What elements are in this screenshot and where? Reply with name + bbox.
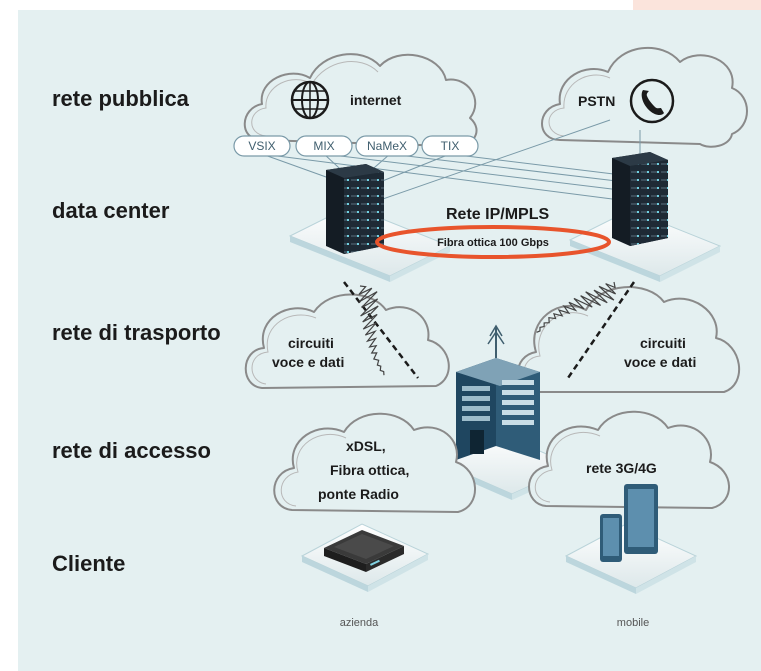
row-label-customer: Cliente xyxy=(52,551,125,576)
transport-cloud-left xyxy=(244,293,450,389)
exchange-label: TIX xyxy=(441,139,460,153)
access-left-line1: xDSL, xyxy=(346,438,386,454)
globe-icon xyxy=(290,80,330,120)
transport-cloud-right xyxy=(516,286,741,393)
building-icon xyxy=(456,324,540,460)
exchange-pill-namex: NaMeX xyxy=(355,135,419,157)
access-right-label: rete 3G/4G xyxy=(586,460,657,476)
fiber-ring xyxy=(375,225,611,259)
exchange-label: MIX xyxy=(313,139,334,153)
server-icon xyxy=(326,164,384,254)
smartphone-icon xyxy=(600,514,622,562)
row-label-public: rete pubblica xyxy=(52,86,190,111)
internet-cloud xyxy=(243,53,478,148)
exchange-pill-mix: MIX xyxy=(295,135,353,157)
row-label-datacenter: data center xyxy=(52,198,170,223)
row-label-transport: rete di trasporto xyxy=(52,320,221,345)
exchange-label: VSIX xyxy=(248,139,275,153)
access-cloud-right xyxy=(528,410,730,509)
transport-signal-left xyxy=(343,281,419,379)
device-label-company: azienda xyxy=(340,617,379,629)
exchange-pill-vsix: VSIX xyxy=(233,135,291,157)
device-label-mobile: mobile xyxy=(617,617,649,629)
exchange-label: NaMeX xyxy=(367,139,407,153)
server-icon xyxy=(612,152,668,246)
backbone-title: Rete IP/MPLS xyxy=(446,206,549,223)
exchange-pill-tix: TIX xyxy=(421,135,479,157)
tablet-icon xyxy=(624,484,658,554)
row-label-access: rete di accesso xyxy=(52,438,211,463)
transport-right-line1: circuiti xyxy=(640,335,686,351)
mobile-platform xyxy=(564,523,698,594)
phone-icon xyxy=(629,78,675,124)
transport-right-line2: voce e dati xyxy=(624,354,696,370)
access-cloud-left xyxy=(273,412,476,513)
transport-signal-right xyxy=(536,281,636,379)
router-icon xyxy=(324,530,404,572)
internet-label: internet xyxy=(350,92,402,108)
access-left-line2: Fibra ottica, xyxy=(330,462,409,478)
fiber-link-label: Fibra ottica 100 Gbps xyxy=(437,237,549,249)
transport-left-line2: voce e dati xyxy=(272,354,344,370)
transport-left-line1: circuiti xyxy=(288,335,334,351)
access-left-line3: ponte Radio xyxy=(318,486,399,502)
corner-accent xyxy=(633,0,761,10)
pstn-label: PSTN xyxy=(578,93,615,109)
